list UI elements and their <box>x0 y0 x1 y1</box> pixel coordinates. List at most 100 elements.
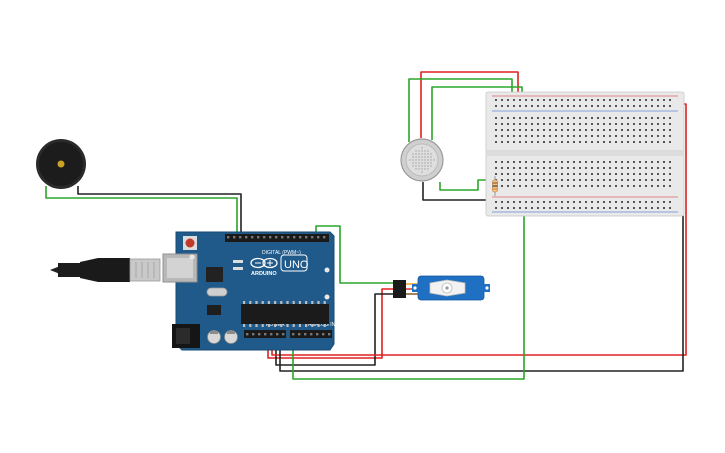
breadboard-hole <box>663 123 665 125</box>
arduino-logo <box>250 257 278 269</box>
sensor-mesh-dot <box>427 150 429 152</box>
breadboard-hole <box>561 207 563 209</box>
breadboard-hole <box>519 135 521 137</box>
breadboard-hole <box>591 167 593 169</box>
breadboard-hole <box>621 99 623 101</box>
breadboard-hole <box>579 129 581 131</box>
breadboard-hole <box>663 141 665 143</box>
breadboard-hole <box>507 99 509 101</box>
breadboard-hole <box>627 201 629 203</box>
breadboard-hole <box>501 105 503 107</box>
breadboard-hole <box>591 129 593 131</box>
header-pin <box>245 236 248 239</box>
breadboard[interactable] <box>485 91 685 217</box>
sensor-mesh-dot <box>427 162 429 164</box>
breadboard-hole <box>531 135 533 137</box>
sensor-mesh-dot <box>427 168 429 170</box>
breadboard-hole <box>573 105 575 107</box>
breadboard-hole <box>555 179 557 181</box>
sensor-mesh-dot <box>430 159 432 161</box>
breadboard-hole <box>537 105 539 107</box>
breadboard-hole <box>633 167 635 169</box>
chip-leg <box>255 324 258 327</box>
breadboard-hole <box>513 117 515 119</box>
sensor-wire-red[interactable] <box>420 71 519 138</box>
buzzer-wire-black[interactable] <box>77 186 242 238</box>
breadboard-hole <box>549 105 551 107</box>
breadboard-hole <box>543 185 545 187</box>
breadboard-hole <box>507 185 509 187</box>
arduino-board[interactable]: DIGITAL (PWM~) POWER ANALOG IN ARDUINO U… <box>162 231 336 351</box>
breadboard-hole <box>651 105 653 107</box>
breadboard-hole <box>645 179 647 181</box>
breadboard-hole <box>501 99 503 101</box>
breadboard-hole <box>567 167 569 169</box>
servo-connector[interactable] <box>393 280 406 298</box>
servo-power-wire[interactable] <box>267 288 395 359</box>
breadboard-hole <box>519 179 521 181</box>
breadboard-hole <box>525 167 527 169</box>
breadboard-hole <box>615 99 617 101</box>
breadboard-hole <box>609 179 611 181</box>
piezo-buzzer-icon[interactable] <box>36 139 86 189</box>
breadboard-hole <box>609 201 611 203</box>
breadboard-holes[interactable] <box>495 99 671 209</box>
sensor-mesh <box>409 147 435 173</box>
breadboard-hole <box>507 161 509 163</box>
breadboard-hole <box>615 129 617 131</box>
breadboard-hole <box>657 141 659 143</box>
breadboard-hole <box>513 167 515 169</box>
sensor-wire-black[interactable] <box>422 182 494 201</box>
breadboard-hole <box>567 105 569 107</box>
breadboard-hole <box>543 123 545 125</box>
resistor-icon[interactable] <box>492 176 498 196</box>
smd-chip <box>233 260 243 263</box>
breadboard-hole <box>603 201 605 203</box>
chip-leg <box>305 301 308 304</box>
breadboard-hole <box>639 167 641 169</box>
sensor-mesh-dot <box>433 159 435 161</box>
chip-leg <box>280 301 283 304</box>
breadboard-hole <box>537 167 539 169</box>
breadboard-hole <box>597 207 599 209</box>
breadboard-hole <box>633 201 635 203</box>
breadboard-hole <box>633 117 635 119</box>
breadboard-hole <box>549 141 551 143</box>
breadboard-hole <box>597 179 599 181</box>
breadboard-hole <box>627 129 629 131</box>
breadboard-hole <box>579 207 581 209</box>
breadboard-hole <box>513 185 515 187</box>
breadboard-hole <box>651 99 653 101</box>
breadboard-hole <box>513 201 515 203</box>
sensor-mesh-dot <box>412 156 414 158</box>
servo-signal-wire[interactable] <box>315 225 395 284</box>
header-pin <box>252 333 255 336</box>
breadboard-hole <box>507 105 509 107</box>
round-sensor-icon[interactable] <box>400 138 444 182</box>
breadboard-hole <box>519 173 521 175</box>
breadboard-hole <box>561 105 563 107</box>
breadboard-hole <box>621 105 623 107</box>
breadboard-hole <box>669 123 671 125</box>
breadboard-hole <box>591 135 593 137</box>
micro-servo-icon[interactable] <box>393 275 490 301</box>
sensor-mesh-dot <box>421 162 423 164</box>
breadboard-hole <box>657 123 659 125</box>
sensor-mesh-dot <box>421 147 423 149</box>
buzzer-wire-green[interactable] <box>45 186 238 238</box>
chip-leg <box>317 301 320 304</box>
breadboard-hole <box>519 185 521 187</box>
breadboard-hole <box>561 135 563 137</box>
servo-ground-wire[interactable] <box>275 293 395 366</box>
chip-leg <box>267 301 270 304</box>
usb-cable-icon[interactable] <box>50 258 161 282</box>
breadboard-hole <box>669 179 671 181</box>
breadboard-hole <box>609 99 611 101</box>
breadboard-hole <box>627 141 629 143</box>
breadboard-hole <box>555 99 557 101</box>
sensor-wire-green-3[interactable] <box>439 179 494 191</box>
breadboard-hole <box>573 123 575 125</box>
breadboard-hole <box>549 161 551 163</box>
breadboard-hole <box>525 173 527 175</box>
